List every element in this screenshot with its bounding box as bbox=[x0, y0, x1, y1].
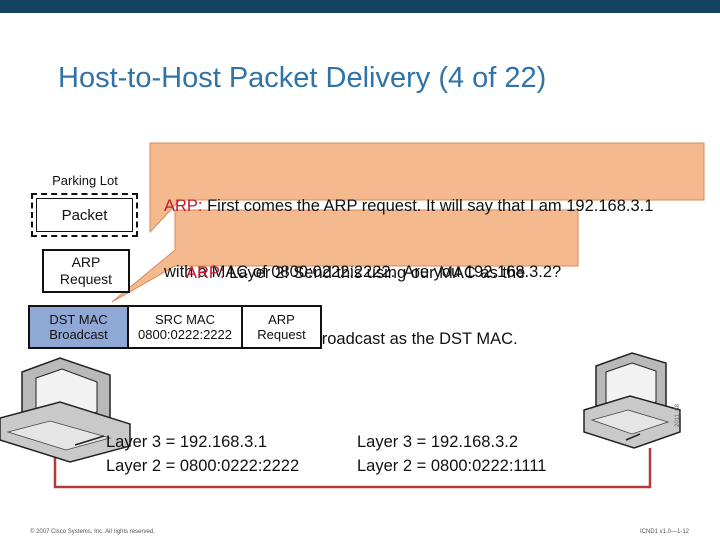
frame-payload-line2: Request bbox=[257, 327, 306, 342]
frame-payload-cell: ARP Request bbox=[241, 305, 322, 349]
frame-dst-mac-cell: DST MAC Broadcast bbox=[28, 305, 129, 349]
top-accent-bar bbox=[0, 0, 720, 13]
frame-payload-line1: ARP bbox=[268, 312, 295, 327]
arp-request-box: ARP Request bbox=[42, 249, 130, 293]
network-link-line bbox=[53, 448, 652, 489]
left-host-layer2: Layer 2 = 0800:0222:2222 bbox=[106, 457, 300, 475]
frame-src-mac-cell: SRC MAC 0800:0222:2222 bbox=[127, 305, 243, 349]
frame-src-mac-line2: 0800:0222:2222 bbox=[138, 327, 232, 342]
slide-title: Host-to-Host Packet Delivery (4 of 22) bbox=[58, 62, 547, 94]
left-host-layer3: Layer 3 = 192.168.3.1 bbox=[106, 433, 268, 451]
frame-src-mac-line1: SRC MAC bbox=[155, 312, 215, 327]
arp-request-line2: Request bbox=[59, 271, 113, 287]
callout-layer2-prefix: ARP: bbox=[186, 264, 225, 282]
callout-layer2-bubble bbox=[111, 209, 579, 303]
callout-layer2-line1: Layer 2! Send this using our MAC as the bbox=[224, 264, 526, 282]
frame-dst-mac-line2: Broadcast bbox=[49, 327, 108, 342]
figure-code: 2011_88 bbox=[675, 404, 681, 427]
left-computer-icon bbox=[0, 357, 131, 463]
callout-arp-request-line1: First comes the ARP request. It will say… bbox=[202, 197, 654, 215]
callout-arp-request-prefix: ARP: bbox=[164, 197, 203, 215]
footer-course-code: ICND1 v1.0—1-12 bbox=[640, 529, 690, 535]
callout-arp-request-text: ARP: First comes the ARP request. It wil… bbox=[164, 151, 653, 305]
arp-request-line1: ARP bbox=[71, 254, 101, 270]
packet-box: Packet bbox=[36, 198, 133, 232]
packet-slot: Packet bbox=[31, 193, 138, 237]
callout-arp-request-line2: with a MAC of 0800:0222:2222. Are you 19… bbox=[164, 263, 562, 281]
footer-copyright: © 2007 Cisco Systems, Inc. All rights re… bbox=[30, 529, 155, 535]
parking-lot-label: Parking Lot bbox=[52, 173, 118, 188]
right-host-layer3: Layer 3 = 192.168.3.2 bbox=[357, 433, 519, 451]
callout-arp-request-bubble bbox=[149, 142, 705, 234]
frame-dst-mac-line1: DST MAC bbox=[49, 312, 108, 327]
left-host-addresses: Layer 3 = 192.168.3.1 Layer 2 = 0800:022… bbox=[106, 430, 299, 478]
right-host-addresses: Layer 3 = 192.168.3.2 Layer 2 = 0800:022… bbox=[357, 430, 546, 478]
right-computer-icon bbox=[583, 352, 681, 449]
right-host-layer2: Layer 2 = 0800:0222:1111 bbox=[357, 457, 547, 475]
